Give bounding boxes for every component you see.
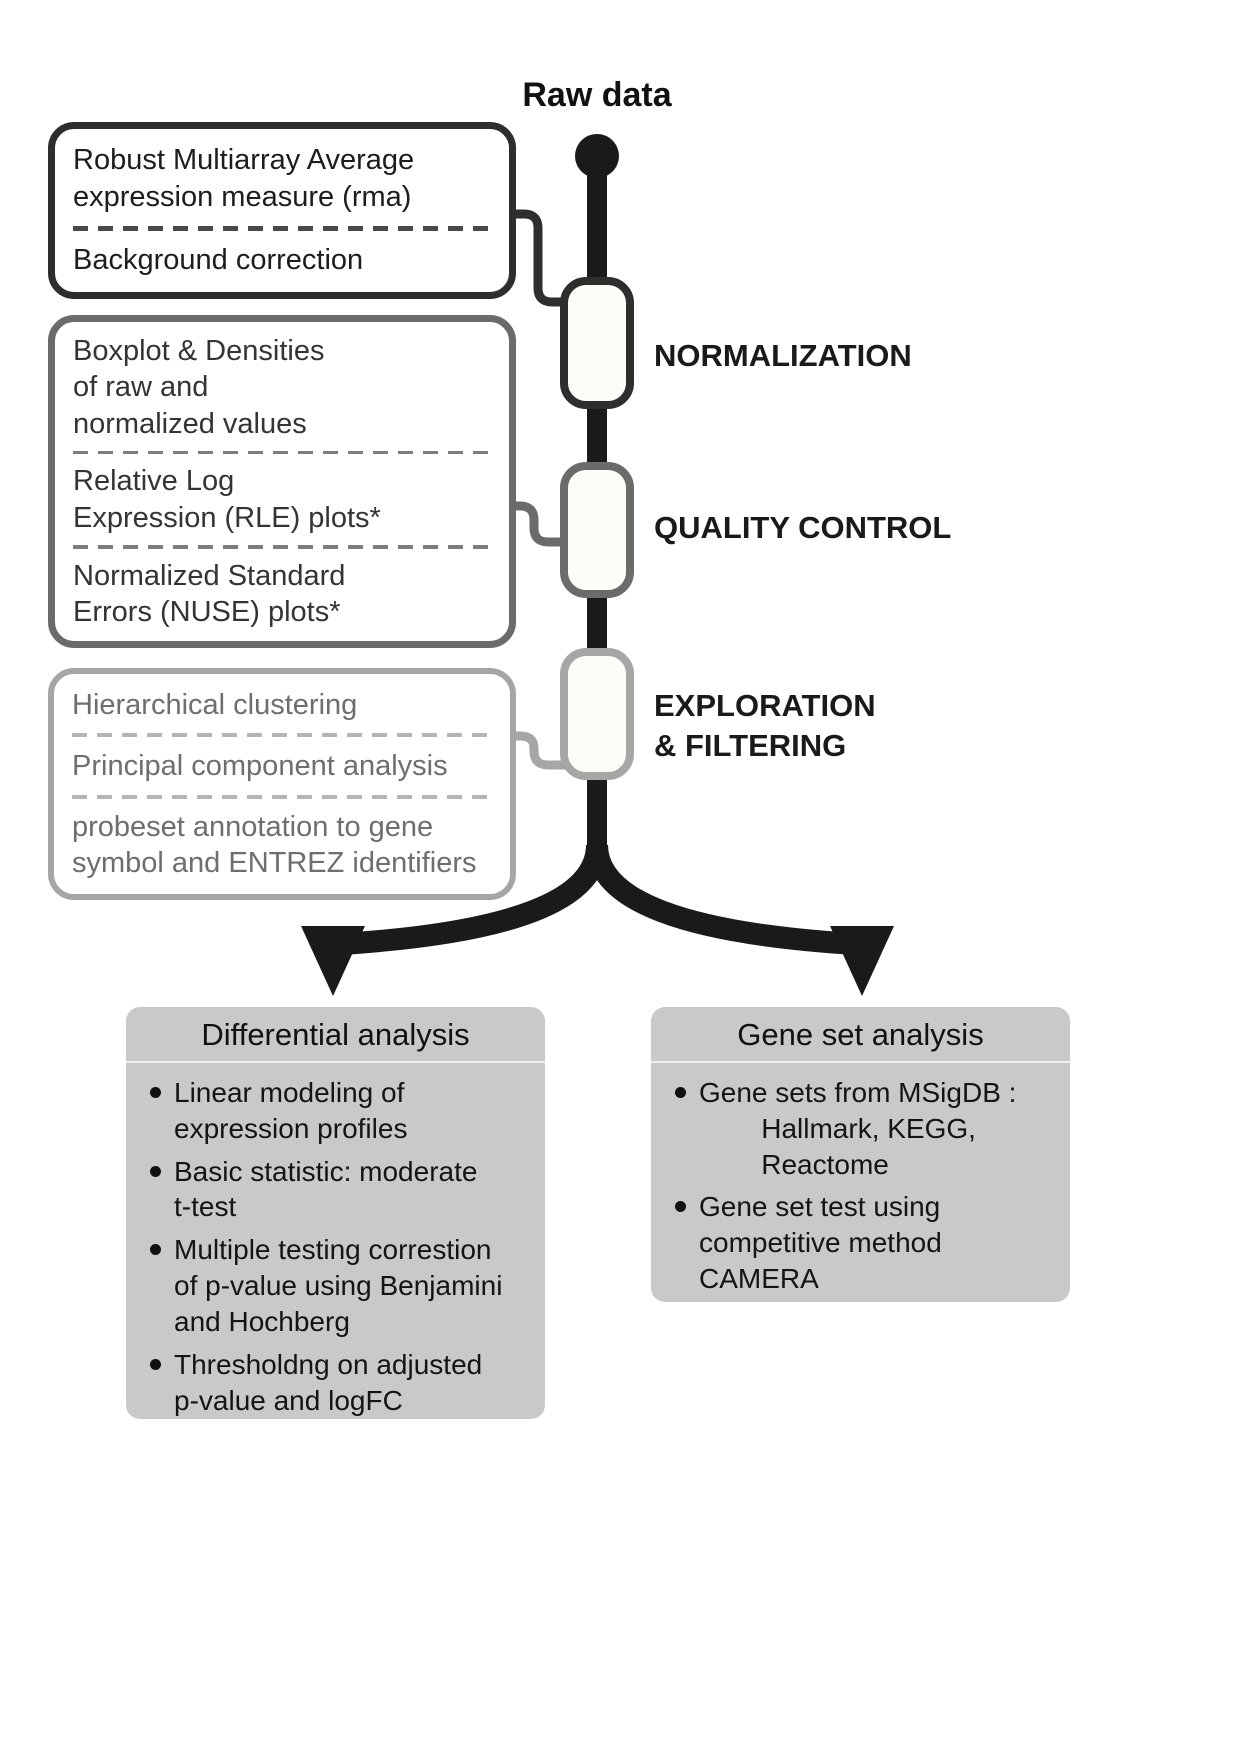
bullet-dot-icon bbox=[150, 1165, 161, 1177]
method-item: Hierarchical clustering bbox=[72, 688, 358, 721]
bullet-text: Multiple testing correstion of p-value u… bbox=[174, 1234, 503, 1337]
method-item: Background correction bbox=[73, 244, 364, 277]
bullet-dot-icon bbox=[675, 1087, 686, 1098]
method-item: Boxplot & Densities of raw and normalize… bbox=[73, 335, 325, 440]
gene-set-analysis-bullets: Gene sets from MSigDB : Hallmark, KEGG, … bbox=[651, 1063, 1070, 1314]
bullet-dot-icon bbox=[150, 1087, 161, 1098]
bullet-item: Gene sets from MSigDB : Hallmark, KEGG, … bbox=[675, 1075, 1054, 1182]
stage-label-quality-control: QUALITY CONTROL bbox=[654, 510, 952, 545]
dashed-divider bbox=[73, 544, 491, 549]
branch-right bbox=[586, 844, 856, 955]
raw-data-node-dot bbox=[575, 134, 619, 178]
method-item: Principal component analysis bbox=[72, 749, 448, 782]
bullet-item: Thresholdng on adjusted p-value and logF… bbox=[150, 1347, 529, 1419]
differential-analysis-title: Differential analysis bbox=[126, 1007, 545, 1063]
gene-set-analysis-title: Gene set analysis bbox=[651, 1007, 1070, 1063]
bullet-text: Thresholdng on adjusted p-value and logF… bbox=[174, 1348, 483, 1416]
quality-control-methods-box: Boxplot & Densities of raw and normalize… bbox=[48, 315, 516, 648]
bullet-item: Linear modeling of expression profiles bbox=[150, 1075, 529, 1147]
exploration-methods-box: Hierarchical clustering Principal compon… bbox=[48, 668, 516, 900]
arrow-down-left-icon bbox=[301, 926, 365, 996]
dashed-divider bbox=[73, 450, 491, 455]
bullet-item: Gene set test using competitive method C… bbox=[675, 1189, 1054, 1296]
bullet-item: Multiple testing correstion of p-value u… bbox=[150, 1232, 529, 1339]
connector-quality-control bbox=[503, 501, 573, 547]
differential-analysis-bullets: Linear modeling of expression profiles B… bbox=[126, 1063, 545, 1435]
raw-data-label: Raw data bbox=[522, 76, 672, 114]
bullet-text: Gene set test using competitive method C… bbox=[699, 1191, 942, 1295]
connector-exploration bbox=[503, 731, 573, 770]
exploration-node bbox=[560, 648, 634, 780]
bullet-dot-icon bbox=[150, 1244, 161, 1256]
bullet-text: Gene sets from MSigDB : Hallmark, KEGG, … bbox=[699, 1077, 1017, 1180]
dashed-divider bbox=[72, 794, 492, 799]
gene-set-analysis-box: Gene set analysis Gene sets from MSigDB … bbox=[651, 1007, 1070, 1302]
arrow-down-right-icon bbox=[830, 926, 894, 996]
bullet-dot-icon bbox=[675, 1201, 686, 1213]
quality-control-node bbox=[560, 462, 634, 598]
method-item: Relative Log Expression (RLE) plots* bbox=[73, 465, 381, 534]
stage-label-exploration-filtering: EXPLORATION & FILTERING bbox=[654, 688, 876, 764]
normalization-node bbox=[560, 277, 634, 409]
method-item: Robust Multiarray Average expression mea… bbox=[73, 144, 415, 213]
connector-normalization bbox=[503, 209, 573, 307]
dashed-divider bbox=[72, 733, 492, 738]
method-item: probeset annotation to gene symbol and E… bbox=[72, 811, 477, 880]
bullet-dot-icon bbox=[150, 1358, 161, 1370]
bullet-text: Basic statistic: moderate t-test bbox=[174, 1155, 478, 1223]
dashed-divider bbox=[73, 226, 491, 232]
normalization-methods-box: Robust Multiarray Average expression mea… bbox=[48, 122, 516, 299]
bullet-item: Basic statistic: moderate t-test bbox=[150, 1154, 529, 1226]
bullet-text: Linear modeling of expression profiles bbox=[174, 1077, 408, 1144]
method-item: Normalized Standard Errors (NUSE) plots* bbox=[73, 559, 346, 628]
stage-label-normalization: NORMALIZATION bbox=[654, 338, 912, 373]
differential-analysis-box: Differential analysis Linear modeling of… bbox=[126, 1007, 545, 1419]
